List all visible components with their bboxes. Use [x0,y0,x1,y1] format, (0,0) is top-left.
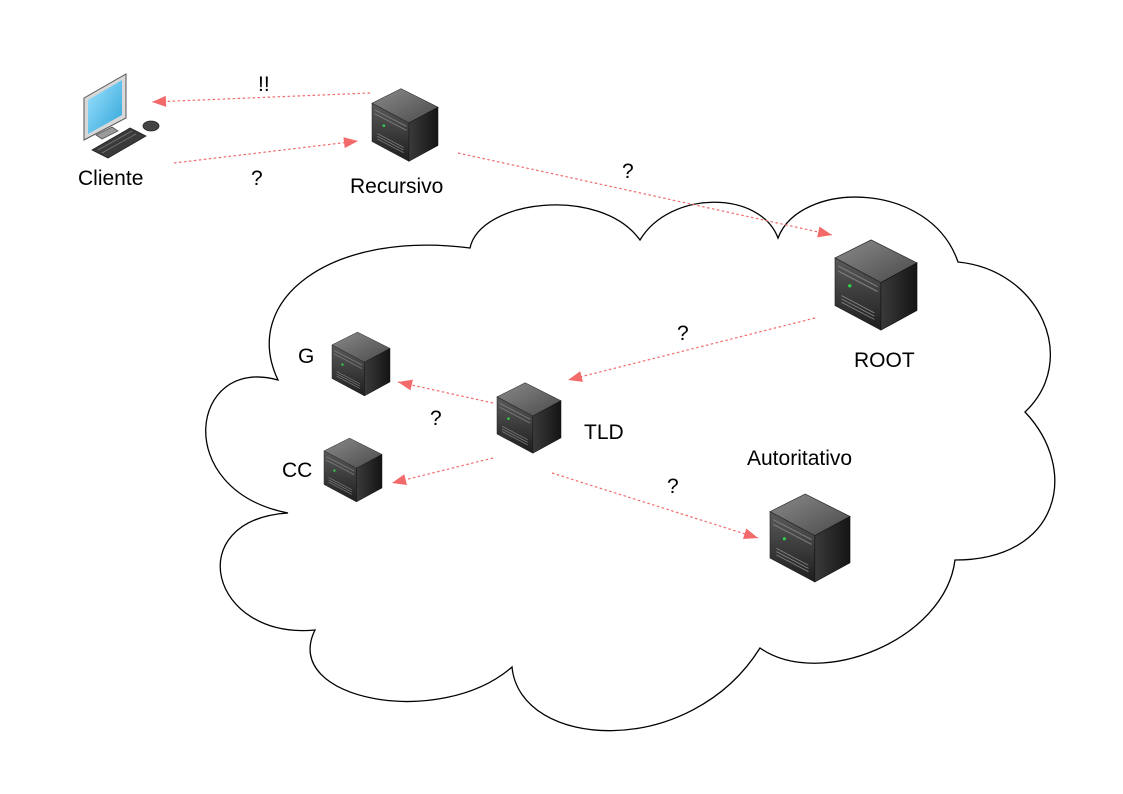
tld-label: TLD [584,421,624,444]
edge-label-client-to-recursive: ? [251,167,263,190]
arrowhead [568,371,583,382]
edge-label-tld-to-g-cc: ? [430,407,442,430]
recursive-server-icon [371,88,439,162]
arrow-root-to-tld [567,317,816,382]
arrow-tld-to-g [397,379,494,404]
root-label: ROOT [854,349,915,372]
authoritative-label: Autoritativo [747,447,852,470]
arrowhead [742,528,758,540]
edge-label-tld-to-authoritative: ? [667,475,679,498]
arrowhead [817,226,832,238]
arrow-recursive-to-client [151,92,371,107]
arrowhead [398,379,413,391]
arrow-recursive-to-root [457,152,833,238]
edges-layer [151,92,833,540]
client-label: Cliente [78,167,143,190]
recursive-label: Recursivo [350,175,443,198]
cc-label: CC [282,459,312,482]
arrow-tld-to-cc [391,457,494,485]
arrowhead [343,137,358,149]
desktop-computer-icon [83,73,160,159]
arrow-client-to-recursive [173,137,359,164]
arrowhead [392,474,407,485]
edge-label-recursive-to-client: !! [258,73,270,96]
arrow-tld-to-authoritative [551,472,759,540]
edge-label-root-to-tld: ? [677,322,689,345]
edge-label-recursive-to-root: ? [622,160,634,183]
network-cloud [205,196,1056,732]
g-label: G [298,345,314,368]
arrowhead [152,95,167,107]
